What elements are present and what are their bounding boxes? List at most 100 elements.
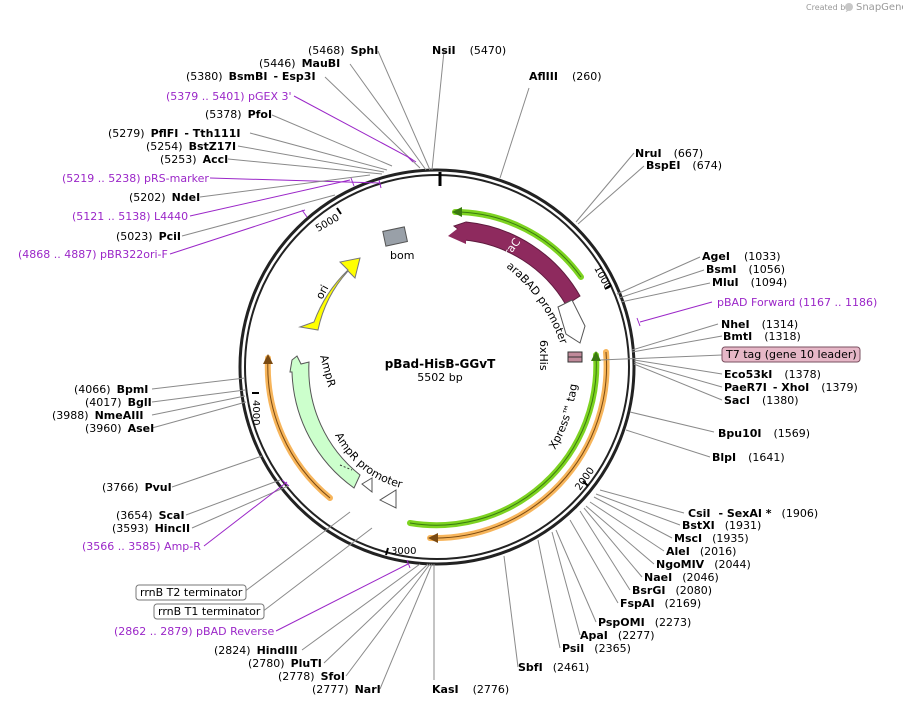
site-aflIII[interactable]: AflIII(260) [529, 70, 602, 83]
site-ndeI[interactable]: (5202)NdeI [129, 191, 200, 204]
site-paeR7I[interactable]: PaeR7I- XhoI(1379) [724, 381, 858, 394]
bpu10I-connector [629, 411, 715, 433]
narI-connector [379, 563, 433, 690]
site-nsiI[interactable]: NsiI(5470) [432, 44, 506, 57]
primer-pbad-reverse[interactable]: (2862 .. 2879) pBAD Reverse [114, 625, 275, 638]
orange-band-right-line [429, 351, 608, 539]
site-hindIII[interactable]: (2824)HindIII [214, 644, 298, 657]
ampr-primer-marker [281, 479, 290, 487]
site-bsrGI[interactable]: BsrGI(2080) [632, 584, 712, 597]
tick-1000 [604, 284, 612, 290]
araC-feature[interactable] [452, 221, 581, 306]
t7-tag-callout[interactable] [721, 346, 861, 363]
rrnb-t1-callout[interactable] [153, 603, 265, 620]
mscI-connector [593, 496, 673, 539]
bspEI-connector [577, 165, 645, 225]
site-blpI[interactable]: BlpI(1641) [712, 451, 785, 464]
site-narI[interactable]: (2777)NarI [312, 683, 381, 696]
site-nheI[interactable]: NheI(1314) [721, 318, 798, 331]
primer-pbad-forward[interactable]: pBAD Forward (1167 .. 1186) [717, 296, 877, 309]
aflIII-connector [499, 87, 530, 179]
backbone-outer-circle [238, 168, 636, 566]
site-apaI[interactable]: ApaI(2277) [580, 629, 654, 642]
site-csiI[interactable]: CsiI- SexAI *(1906) [688, 507, 818, 520]
primer-pbr322ori-f[interactable]: (4868 .. 4887) pBR322ori-F [18, 248, 168, 261]
site-sacI[interactable]: SacI(1380) [724, 394, 799, 407]
green-band-upper-arrowhead [452, 207, 462, 217]
site-aleI[interactable]: AleI(2016) [666, 545, 736, 558]
primer-l4440[interactable]: (5121 .. 5138) L4440 [72, 210, 188, 223]
site-sphI[interactable]: (5468)SphI [308, 44, 378, 57]
ori-label: ori [313, 283, 331, 302]
site-pvuI[interactable]: (3766)PvuI [102, 481, 172, 494]
accI-connector [227, 158, 383, 175]
site-bstZ17I[interactable]: (5254)BstZ17I [146, 140, 236, 153]
site-sfoI[interactable]: (2778)SfoI [278, 670, 345, 683]
site-eco53kI[interactable]: Eco53kI(1378) [724, 368, 821, 381]
his-tag-label: 6xHis [537, 340, 550, 371]
site-fspAI[interactable]: FspAI(2169) [620, 597, 701, 610]
pbr322-connector [169, 209, 306, 255]
green-band-lower-arrowhead [591, 351, 601, 361]
backbone-inner-circle [244, 174, 630, 560]
site-bpu10I[interactable]: Bpu10I(1569) [718, 427, 810, 440]
site-nruI[interactable]: NruI(667) [635, 147, 703, 160]
site-bglI[interactable]: (4017)BglI [85, 396, 152, 409]
naeI-connector [583, 507, 643, 578]
rrnb-t2-callout[interactable] [135, 584, 247, 601]
site-bsmI[interactable]: BsmI(1056) [706, 263, 785, 276]
bom-feature[interactable] [382, 226, 409, 247]
site-sbfI[interactable]: SbfI(2461) [518, 661, 589, 674]
site-bsmBI[interactable]: (5380)BsmBI- Esp3I [186, 70, 316, 83]
csiI-connector [599, 489, 685, 514]
rrnb-t1-connector [261, 527, 373, 613]
pvuI-connector [171, 455, 263, 488]
green-band-upper-line [454, 211, 582, 278]
nheI-connector [631, 323, 719, 351]
primer-prs-marker[interactable]: (5219 .. 5238) pRS-marker [62, 172, 209, 185]
pfoI-connector [271, 114, 393, 167]
t7-connector [599, 354, 723, 361]
sphI-connector [377, 50, 431, 171]
site-mluI[interactable]: MluI(1094) [712, 276, 787, 289]
mauBI-connector [349, 63, 427, 171]
site-ageI[interactable]: AgeI(1033) [702, 250, 781, 263]
site-pflFI[interactable]: (5279)PflFI- Tth111I [108, 127, 240, 140]
ngoMIV-connector [585, 505, 655, 565]
site-naeI[interactable]: NaeI(2046) [644, 571, 719, 584]
site-kasI[interactable]: KasI(2776) [432, 683, 509, 696]
site-accI[interactable]: (5253)AccI [160, 153, 228, 166]
prs-connector [209, 177, 381, 184]
site-bpmI[interactable]: (4066)BpmI [74, 383, 148, 396]
site-bspEI[interactable]: BspEI(674) [646, 159, 722, 172]
ampR-promoter-arrow-2[interactable] [378, 489, 397, 509]
nmeAIII-connector [151, 395, 246, 416]
site-pluTI[interactable]: (2780)PluTI [248, 657, 322, 670]
l4440-connector [189, 179, 351, 217]
site-pspOMI[interactable]: PspOMI(2273) [598, 616, 691, 629]
site-psiI[interactable]: PsiI(2365) [562, 642, 631, 655]
ampR-promoter-arrow-1[interactable] [361, 477, 373, 494]
pluTI-connector [323, 563, 429, 664]
site-hincII[interactable]: (3593)HincII [112, 522, 190, 535]
bsmI-connector [618, 269, 705, 299]
site-pciI[interactable]: (5023)PciI [116, 230, 181, 243]
ori-feature[interactable] [298, 257, 361, 331]
site-aseI[interactable]: (3960)AseI [85, 422, 154, 435]
pbadrev-connector [275, 563, 409, 632]
site-pfoI[interactable]: (5378)PfoI [205, 108, 272, 121]
site-mauBI[interactable]: (5446)MauBI [259, 57, 340, 70]
araBAD-promoter-feature[interactable] [557, 299, 586, 344]
site-bstXI[interactable]: BstXI(1931) [682, 519, 761, 532]
sfoI-connector [345, 563, 431, 677]
site-bmtI[interactable]: BmtI(1318) [723, 330, 801, 343]
tick-label-4000: 4000 [250, 400, 261, 425]
site-scaI[interactable]: (3654)ScaI [116, 509, 185, 522]
primer-amp-r[interactable]: (3566 .. 3585) Amp-R [82, 540, 201, 553]
primer-pgex3[interactable]: (5379 .. 5401) pGEX 3' [166, 90, 292, 103]
site-ngoMIV[interactable]: NgoMIV(2044) [656, 558, 751, 571]
snapgene-logo-icon [845, 3, 853, 11]
ampR-feature[interactable] [289, 355, 361, 489]
site-mscI[interactable]: MscI(1935) [674, 532, 749, 545]
site-nmeAIII[interactable]: (3988)NmeAIII [52, 409, 144, 422]
